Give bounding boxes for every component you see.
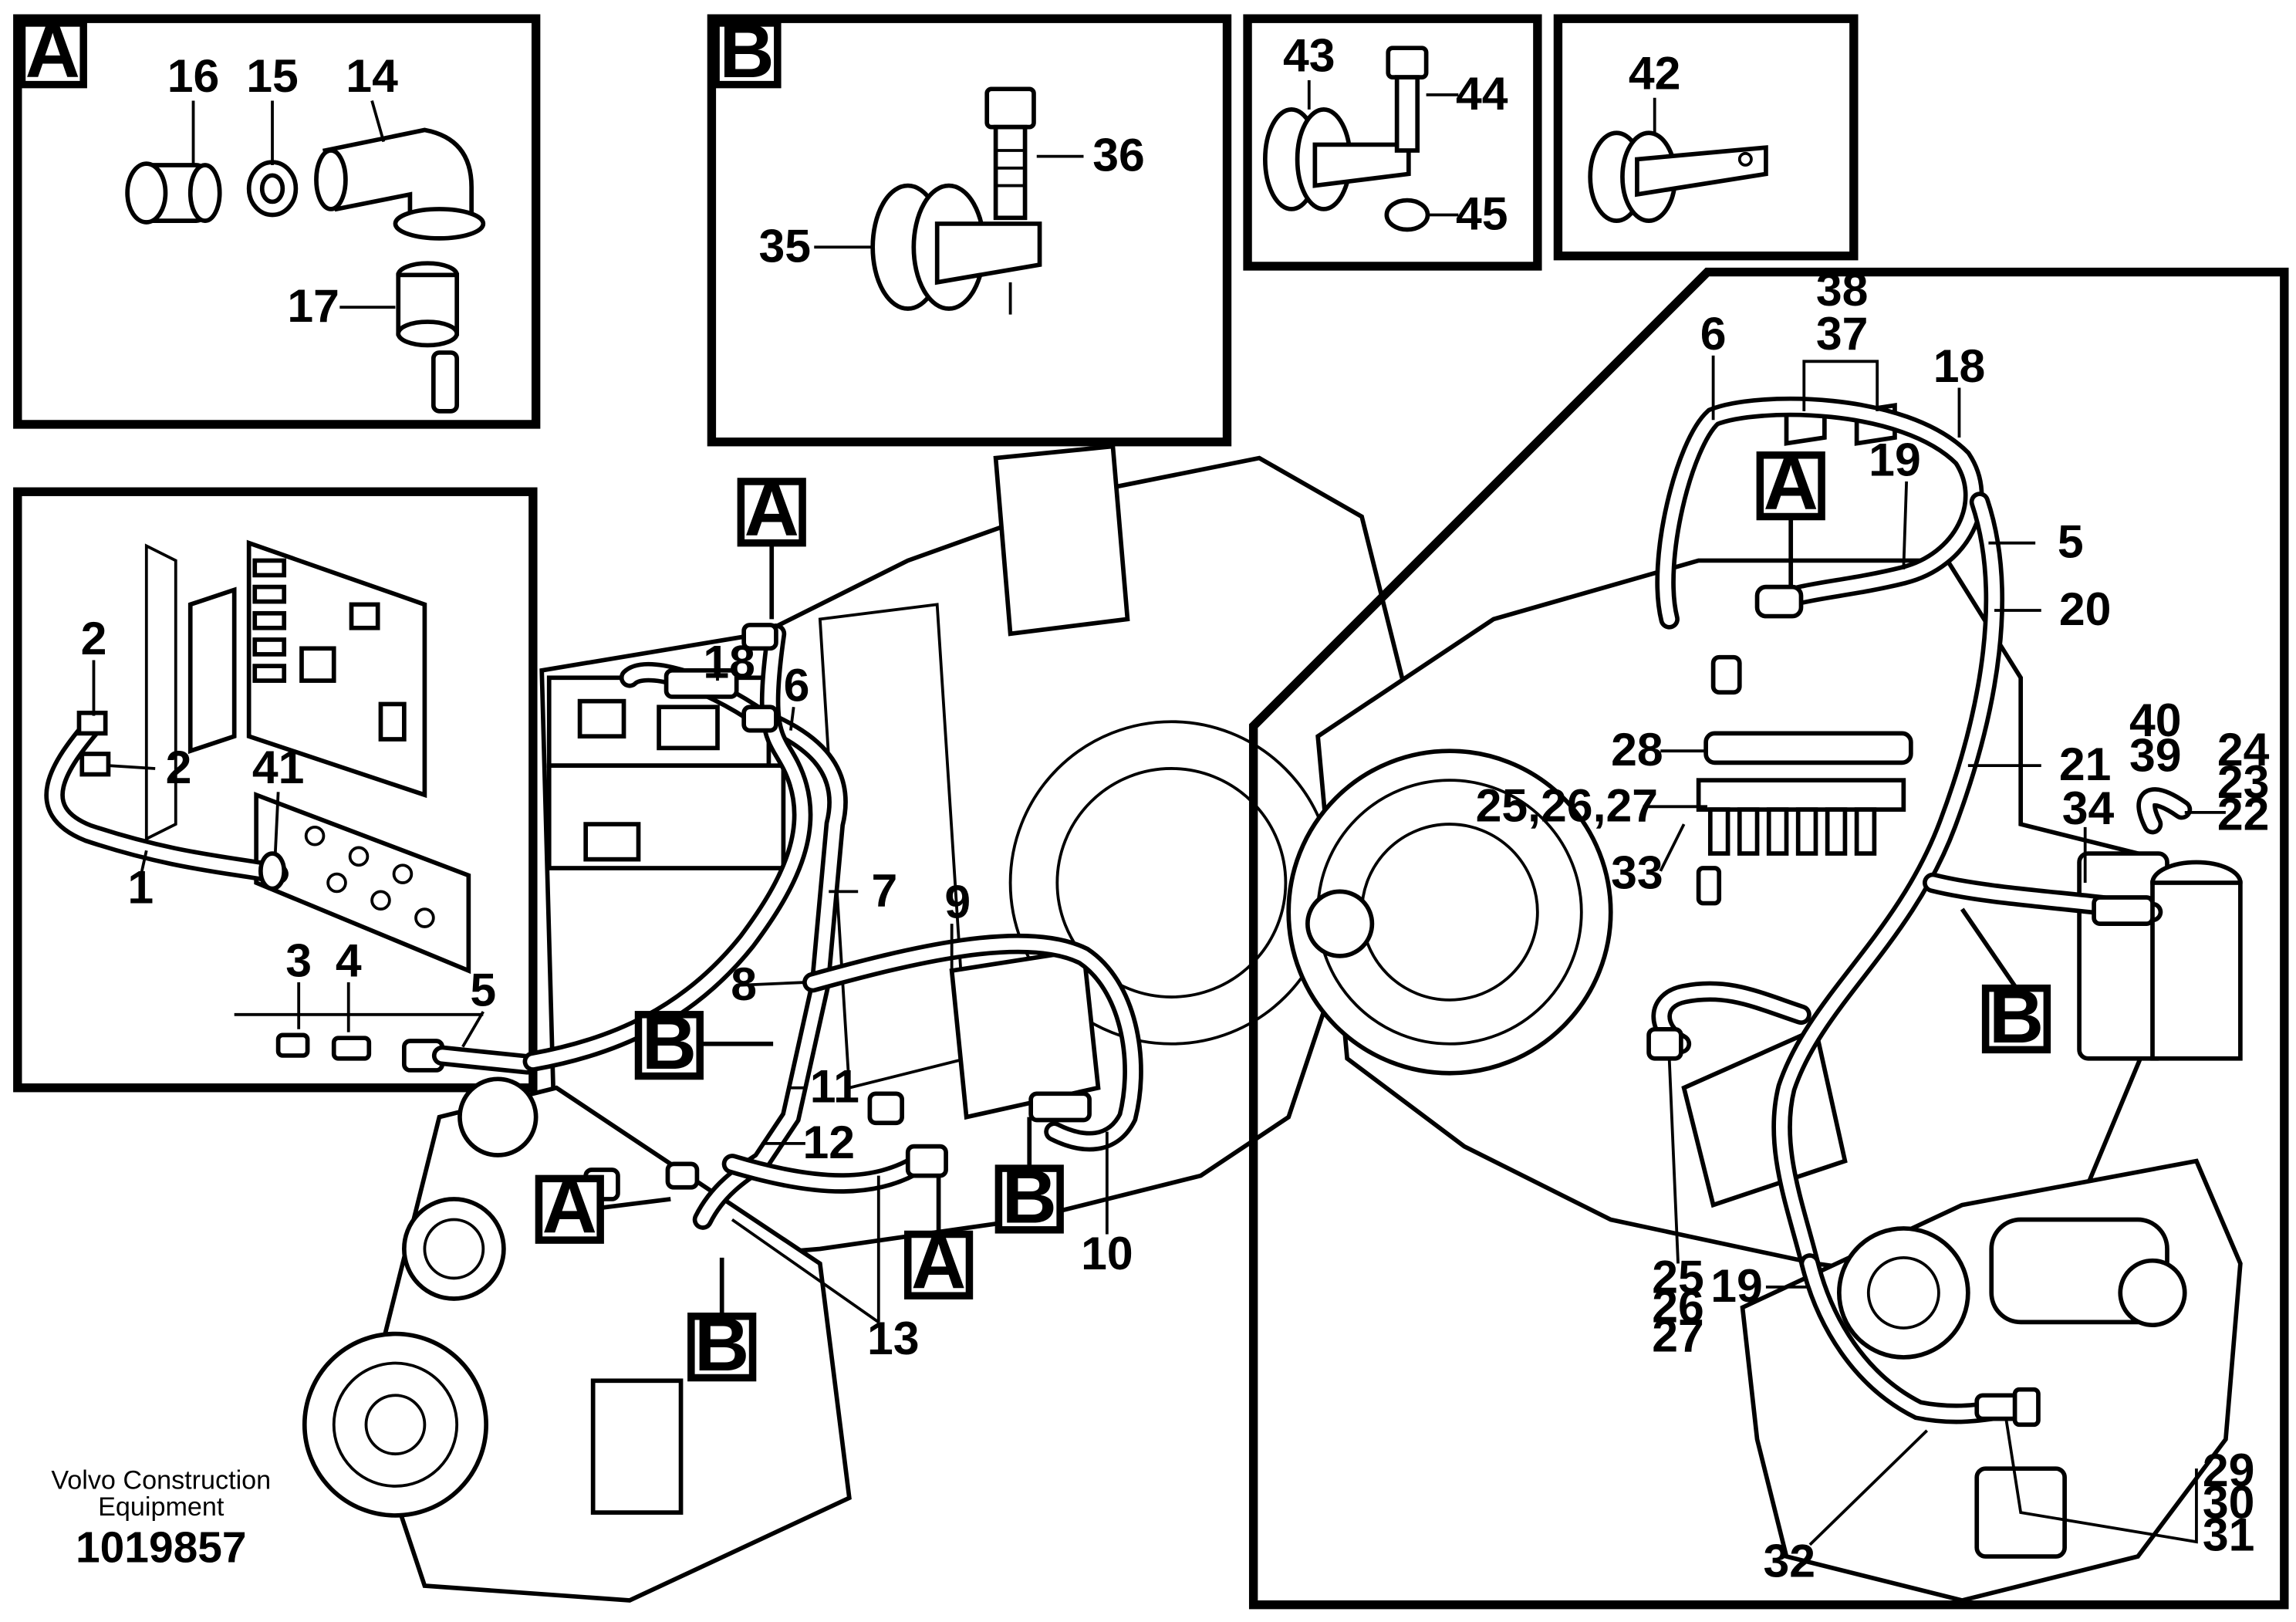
bolt-part <box>984 86 1036 221</box>
callout-30: 30 <box>2203 1476 2255 1529</box>
callout-18-main: 18 <box>703 635 755 688</box>
detail-b-frame <box>707 14 1232 447</box>
callout-19-upper: 19 <box>1869 433 1921 485</box>
callout-37: 37 <box>1816 307 1869 360</box>
callout-14: 14 <box>346 49 398 102</box>
callout-18-inset: 18 <box>1933 340 1986 392</box>
detail-tag-b <box>1981 984 2051 1054</box>
callout-4: 4 <box>336 934 362 986</box>
detail-tag-a <box>535 1174 604 1244</box>
callout-6-main: 6 <box>784 659 810 711</box>
callout-44: 44 <box>1456 67 1508 120</box>
detail-a-tag-label: A <box>25 8 80 93</box>
detail-tag-a <box>737 478 806 547</box>
callout-31: 31 <box>2203 1508 2255 1560</box>
elbow-part <box>314 127 486 241</box>
callout-32: 32 <box>1764 1535 1816 1587</box>
callout-5-left: 5 <box>470 963 496 1015</box>
cap-part <box>396 261 460 414</box>
detail-tag-a-label: A <box>745 467 799 552</box>
callout-2-lower: 2 <box>166 741 192 793</box>
detail-tag-b <box>634 1011 704 1080</box>
callout-11: 11 <box>810 1060 859 1113</box>
callout-39: 39 <box>2129 729 2182 782</box>
callout-1: 1 <box>127 861 154 914</box>
detail-tag-b-label: B <box>642 1000 697 1085</box>
detail-b-tag-label: B <box>719 8 774 93</box>
detail-a-tag <box>18 19 87 89</box>
detail-electrical-panel: 2 2 41 1 3 4 5 <box>13 487 538 1093</box>
callout-38: 38 <box>1816 263 1869 316</box>
detail-electrical-frame <box>13 487 538 1093</box>
detail-b-tag <box>712 19 782 89</box>
connector-block <box>254 791 471 975</box>
credit-block: Volvo Construction Equipment 1019857 <box>51 1466 271 1573</box>
callout-8: 8 <box>731 958 757 1010</box>
detail-a-panel: A 16 15 14 17 <box>13 8 541 429</box>
callout-35: 35 <box>759 219 812 272</box>
callout-36: 36 <box>1092 129 1145 181</box>
clamp-part <box>870 183 1042 315</box>
callout-12: 12 <box>802 1116 855 1168</box>
detail-clamp-frame <box>1553 14 1859 261</box>
callout-10: 10 <box>1081 1227 1133 1279</box>
nut-part <box>125 161 222 225</box>
callout-2-upper: 2 <box>81 612 107 664</box>
callout-5-inset: 5 <box>2058 515 2084 568</box>
callout-24: 24 <box>2217 723 2270 776</box>
detail-clamp-bolt-frame <box>1243 14 1542 271</box>
illustration-number: 1019857 <box>76 1523 247 1573</box>
callout-15: 15 <box>246 49 299 102</box>
callout-13: 13 <box>867 1312 920 1364</box>
clamp-part <box>1262 107 1411 211</box>
clamp-part <box>1588 130 1768 223</box>
callout-7: 7 <box>871 863 897 916</box>
callout-34: 34 <box>2062 782 2115 834</box>
callout-9: 9 <box>944 876 971 928</box>
detail-tag-a <box>903 1230 974 1299</box>
callout-25-26-27-upper: 25,26,27 <box>1476 779 1658 831</box>
callout-20: 20 <box>2059 583 2112 635</box>
credit-line-2: Equipment <box>98 1492 225 1522</box>
callout-22: 22 <box>2217 788 2270 840</box>
callout-42: 42 <box>1629 46 1681 99</box>
inset-transmission-panel: A B 6 38 37 18 19 5 20 21 28 25,26,27 33… <box>1248 263 2289 1610</box>
callout-16: 16 <box>167 49 220 102</box>
detail-tag-a-label: A <box>542 1164 597 1249</box>
callout-40: 40 <box>2129 694 2182 746</box>
detail-a-frame <box>13 14 541 429</box>
callout-33: 33 <box>1611 846 1663 899</box>
callout-27-lower: 27 <box>1652 1309 1704 1361</box>
inset-frame <box>1248 267 2289 1610</box>
callout-23: 23 <box>2217 755 2270 808</box>
callout-25-lower: 25 <box>1652 1250 1704 1303</box>
bolt-part <box>1384 46 1430 232</box>
callout-17: 17 <box>287 279 339 332</box>
detail-b-panel: B 36 35 <box>707 8 1232 447</box>
callout-3: 3 <box>285 934 312 986</box>
callout-29: 29 <box>2203 1444 2255 1496</box>
callout-45: 45 <box>1456 188 1508 240</box>
circuit-board <box>144 539 427 842</box>
callout-6-inset: 6 <box>1700 307 1727 360</box>
main-transmission: A B A B A B 18 6 7 8 9 11 12 10 13 <box>302 444 1408 1603</box>
credit-line-1: Volvo Construction <box>51 1466 271 1495</box>
detail-clamp-panel: 42 <box>1553 14 1859 261</box>
callout-28: 28 <box>1611 723 1663 776</box>
callout-19-lower: 19 <box>1710 1259 1763 1312</box>
detail-clamp-bolt-panel: 43 44 45 <box>1243 14 1542 271</box>
detail-tag-a-label: A <box>1764 441 1818 525</box>
callout-41: 41 <box>252 741 305 793</box>
washer-part <box>246 160 299 218</box>
callout-26-lower: 26 <box>1652 1279 1704 1332</box>
callout-21: 21 <box>2059 738 2112 790</box>
callout-43: 43 <box>1283 29 1335 82</box>
